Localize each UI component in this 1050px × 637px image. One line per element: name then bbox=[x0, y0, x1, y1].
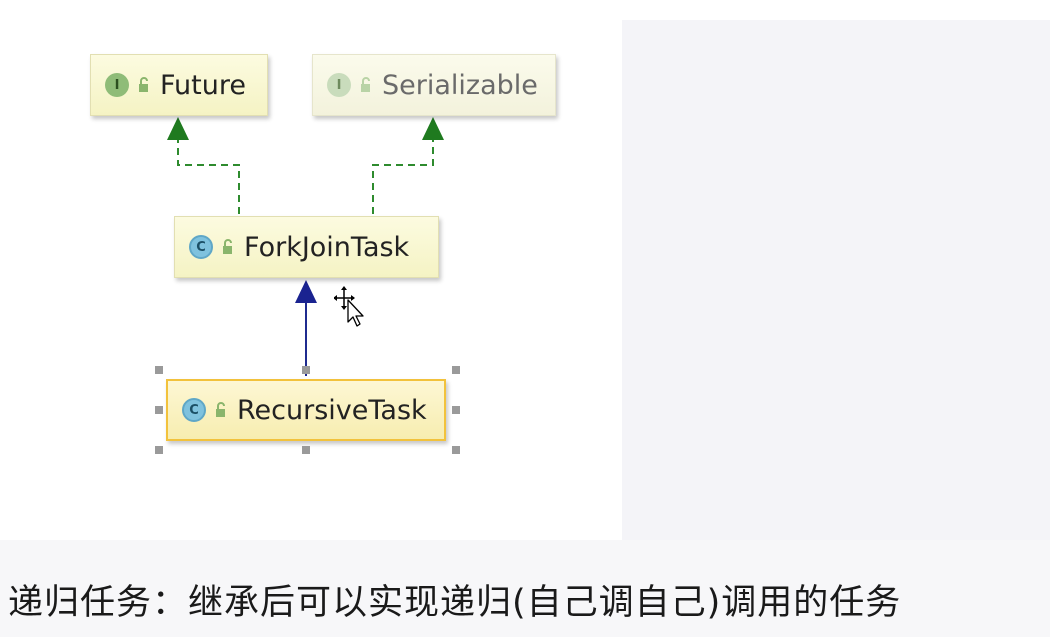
arrowhead-future bbox=[167, 117, 189, 140]
node-serializable[interactable]: I Serializable bbox=[312, 54, 556, 116]
edge-forkjointask-future bbox=[177, 140, 240, 214]
arrowhead-forkjointask bbox=[295, 280, 317, 303]
resize-handle-top-left[interactable] bbox=[155, 366, 163, 374]
interface-icon: I bbox=[105, 73, 129, 97]
caption-band bbox=[0, 540, 1050, 637]
resize-handle-top-right[interactable] bbox=[452, 366, 460, 374]
resize-handle-top-center[interactable] bbox=[302, 366, 310, 374]
resize-handle-middle-left[interactable] bbox=[155, 406, 163, 414]
resize-handle-bottom-left[interactable] bbox=[155, 446, 163, 454]
diagram-connectors bbox=[167, 117, 444, 376]
right-pane-background bbox=[622, 20, 1050, 540]
public-lock-icon bbox=[361, 77, 370, 92]
class-icon: C bbox=[189, 235, 213, 259]
public-lock-icon bbox=[223, 239, 232, 254]
public-lock-icon bbox=[139, 77, 148, 92]
node-label: Future bbox=[160, 69, 246, 101]
arrowhead-serializable bbox=[422, 117, 444, 140]
caption-text: 递归任务：继承后可以实现递归(自己调自己)调用的任务 bbox=[8, 583, 902, 623]
node-label: Serializable bbox=[382, 69, 538, 101]
resize-handle-bottom-center[interactable] bbox=[302, 446, 310, 454]
node-label: RecursiveTask bbox=[237, 394, 427, 426]
node-recursivetask[interactable]: C RecursiveTask bbox=[166, 379, 446, 441]
node-future[interactable]: I Future bbox=[90, 54, 268, 116]
edge-forkjointask-serializable bbox=[372, 140, 434, 214]
public-lock-icon bbox=[216, 402, 225, 417]
move-cursor-icon bbox=[334, 286, 364, 327]
class-icon: C bbox=[182, 398, 206, 422]
interface-icon: I bbox=[327, 73, 351, 97]
resize-handle-bottom-right[interactable] bbox=[452, 446, 460, 454]
node-forkjointask[interactable]: C ForkJoinTask bbox=[174, 216, 439, 278]
resize-handle-middle-right[interactable] bbox=[452, 406, 460, 414]
node-label: ForkJoinTask bbox=[244, 231, 410, 263]
